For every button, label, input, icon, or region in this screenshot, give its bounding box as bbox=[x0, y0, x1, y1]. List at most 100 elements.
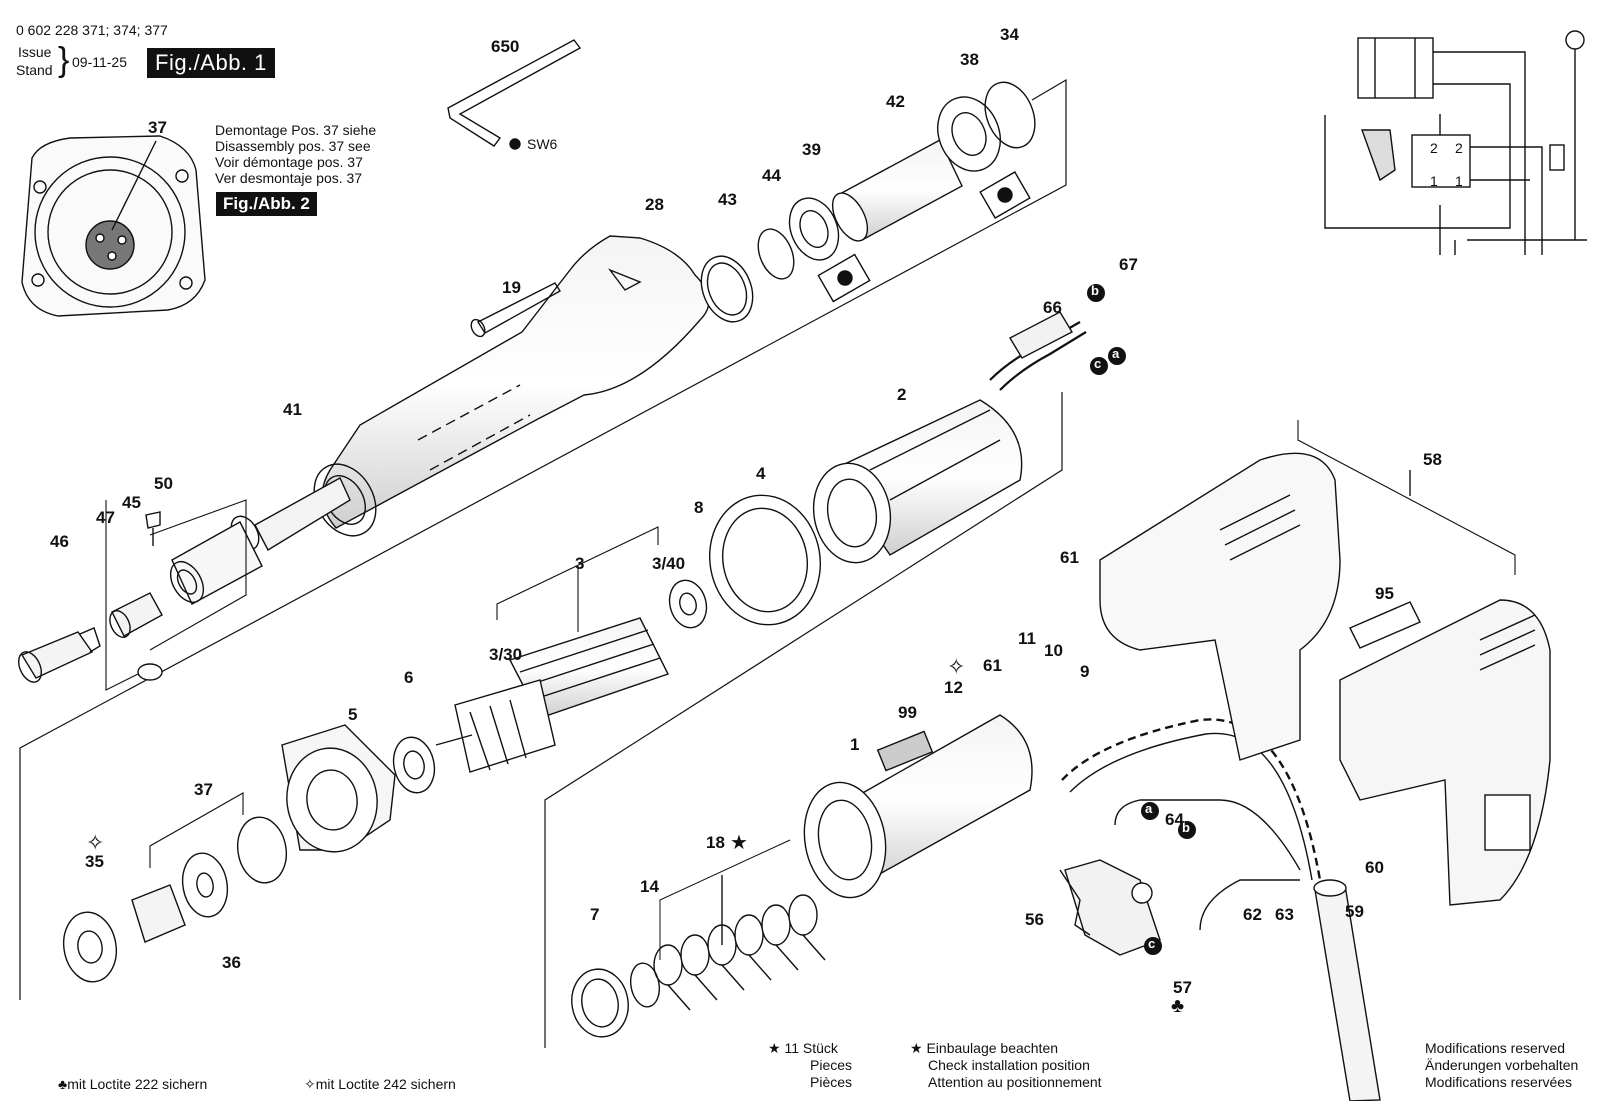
label-inset-37: 37 bbox=[148, 118, 167, 137]
brace: } bbox=[58, 41, 70, 79]
loctite-222-text: mit Loctite 222 sichern bbox=[67, 1076, 208, 1092]
sparkle-icon-35: ✧ bbox=[86, 830, 105, 855]
label-67: 67 bbox=[1119, 255, 1138, 274]
label-19: 19 bbox=[502, 278, 521, 297]
label-12: 12 bbox=[944, 678, 963, 697]
wire-tag-a-top: a bbox=[1112, 346, 1120, 361]
label-5: 5 bbox=[348, 705, 358, 724]
circuit-terminal-2b: 2 bbox=[1455, 140, 1463, 156]
collet-drawing bbox=[17, 627, 101, 683]
label-3-30: 3/30 bbox=[489, 645, 523, 664]
part-number: 0 602 228 371; 374; 377 bbox=[16, 22, 168, 38]
stand-label: Stand bbox=[16, 62, 53, 78]
fig1-label: Fig./Abb. 1 bbox=[147, 48, 275, 78]
label-28: 28 bbox=[645, 195, 664, 214]
label-3-40: 3/40 bbox=[652, 554, 686, 573]
issue-date: 09-11-25 bbox=[72, 54, 128, 70]
label-39: 39 bbox=[802, 140, 821, 159]
field-2-drawing bbox=[812, 399, 1023, 564]
issue-label: Issue bbox=[18, 44, 52, 60]
label-1: 1 bbox=[850, 735, 860, 754]
wire-tag-a-switch: a bbox=[1145, 801, 1153, 816]
install-en: Check installation position bbox=[928, 1057, 1090, 1073]
wrench-size: SW6 bbox=[527, 136, 558, 152]
label-2: 2 bbox=[897, 385, 907, 404]
label-8: 8 bbox=[694, 498, 704, 517]
label-18: 18 bbox=[706, 833, 725, 852]
label-61-mid: 61 bbox=[983, 656, 1002, 675]
circuit-terminal-2a: 2 bbox=[1430, 140, 1438, 156]
label-41: 41 bbox=[283, 400, 302, 419]
star-icon: ★ bbox=[768, 1040, 781, 1056]
sparkle-icon-12: ✧ bbox=[947, 654, 966, 679]
label-58: 58 bbox=[1423, 450, 1442, 469]
loctite-242-text: mit Loctite 242 sichern bbox=[315, 1076, 456, 1092]
armature-drawing bbox=[435, 617, 669, 773]
label-36: 36 bbox=[222, 953, 241, 972]
label-42: 42 bbox=[886, 92, 905, 111]
pieces-en: Pieces bbox=[810, 1057, 853, 1073]
pulley-35-drawing bbox=[62, 911, 118, 983]
gear-housing-drawing bbox=[313, 235, 710, 537]
label-59: 59 bbox=[1345, 902, 1364, 921]
count-text: 11 Stück bbox=[784, 1040, 838, 1056]
label-34: 34 bbox=[1000, 25, 1019, 44]
label-4: 4 bbox=[756, 464, 766, 483]
part-36-disk-drawing bbox=[181, 852, 229, 918]
part-37-ring-drawing bbox=[236, 816, 288, 884]
club-icon: ♣ bbox=[58, 1076, 68, 1092]
oring-34-drawing bbox=[984, 81, 1036, 149]
label-99: 99 bbox=[898, 703, 917, 722]
flange-inset-drawing bbox=[21, 135, 206, 317]
oring-44-drawing bbox=[757, 228, 795, 280]
label-56: 56 bbox=[1025, 910, 1044, 929]
label-62: 62 bbox=[1243, 905, 1262, 924]
wire-tag-b-top: b bbox=[1091, 283, 1099, 298]
label-14: 14 bbox=[640, 877, 659, 896]
ring-4-drawing bbox=[708, 494, 822, 626]
label-11: 11 bbox=[1018, 629, 1036, 648]
label-46: 46 bbox=[50, 532, 69, 551]
pieces-fr: Pièces bbox=[810, 1074, 853, 1090]
motor-housing-drawing bbox=[803, 714, 1033, 899]
fig2-label: Fig./Abb. 2 bbox=[216, 192, 317, 216]
bearing-38-drawing bbox=[937, 96, 1001, 172]
label-6: 6 bbox=[404, 668, 414, 687]
star-icon-install: ★ bbox=[910, 1040, 923, 1056]
wire-tag-c-top: c bbox=[1094, 356, 1102, 371]
footer-count: ★ 11 Stück bbox=[768, 1040, 838, 1057]
circuit-diagram bbox=[1324, 30, 1587, 255]
label-38: 38 bbox=[960, 50, 979, 69]
label-650: 650 bbox=[491, 37, 520, 56]
bearing-6-drawing bbox=[392, 736, 436, 794]
note-line-de: Demontage Pos. 37 siehe bbox=[215, 122, 377, 138]
label-57: 57 bbox=[1173, 978, 1192, 997]
spindle-tube-drawing bbox=[169, 477, 351, 605]
label-66: 66 bbox=[1043, 298, 1062, 317]
circuit-terminal-1b: 1 bbox=[1455, 173, 1463, 189]
handle-housing-left-drawing bbox=[1099, 452, 1341, 761]
label-50: 50 bbox=[154, 474, 173, 493]
mods-de: Änderungen vorbehalten bbox=[1425, 1057, 1579, 1073]
footer-modifications: Modifications reserved Änderungen vorbeh… bbox=[1425, 1040, 1578, 1091]
footer-loctite-242: ✧mit Loctite 242 sichern bbox=[304, 1076, 456, 1093]
label-61-top: 61 bbox=[1060, 548, 1079, 567]
note-line-en: Disassembly pos. 37 see bbox=[215, 138, 371, 154]
end-shield-drawing bbox=[281, 724, 396, 853]
disassembly-note: Demontage Pos. 37 siehe Disassembly pos.… bbox=[215, 122, 376, 186]
label-35: 35 bbox=[85, 852, 104, 871]
label-10: 10 bbox=[1044, 641, 1063, 660]
bearing-8-drawing bbox=[668, 579, 708, 629]
club-icon-57: ♣ bbox=[1171, 995, 1185, 1017]
label-45: 45 bbox=[122, 493, 141, 512]
install-fr: Attention au positionnement bbox=[928, 1074, 1102, 1090]
sparkle-icon: ✧ bbox=[304, 1076, 316, 1092]
nut-drawing bbox=[109, 592, 163, 638]
star-icon-18: ★ bbox=[730, 832, 748, 854]
hex-key-drawing bbox=[447, 39, 582, 147]
label-3: 3 bbox=[575, 554, 585, 573]
switch-drawing bbox=[1059, 859, 1161, 956]
note-line-fr: Voir démontage pos. 37 bbox=[215, 154, 363, 170]
footer-pieces: Pieces Pièces bbox=[810, 1057, 852, 1091]
label-44: 44 bbox=[762, 166, 781, 185]
